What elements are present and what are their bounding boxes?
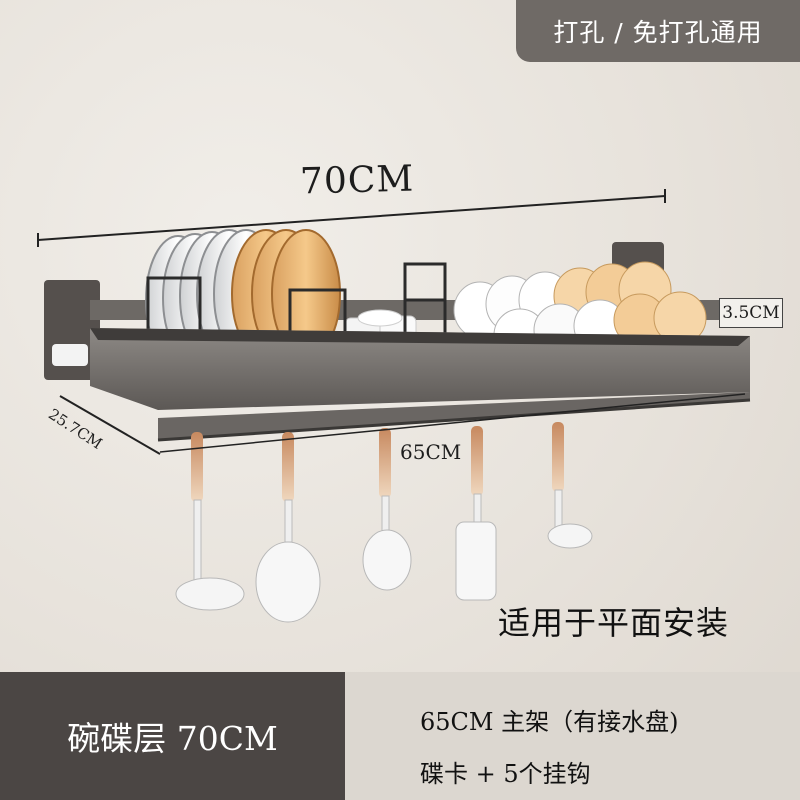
utensil-ladle-left: [175, 432, 245, 611]
utensil-spaghetti-server: [362, 428, 412, 591]
dimension-line-depth: [59, 395, 161, 455]
utensil-ladle-right: [547, 422, 593, 549]
spec-footer: 碗碟层 70CM 65CM 主架（有接水盘) 碟卡 + 5个挂钩: [0, 672, 800, 800]
left-wall-bracket: [44, 280, 100, 380]
product-title: 碗碟层 70CM: [0, 672, 345, 800]
dimension-line-width: [37, 189, 666, 247]
width-dimension-label: 70CM: [299, 158, 415, 203]
spec-line-accessories: 碟卡 + 5个挂钩: [420, 760, 591, 788]
dimension-line-inner-width: [159, 393, 746, 453]
plate-clip: [146, 276, 347, 360]
rack-illustration: [37, 189, 751, 623]
rack-tray: [90, 328, 751, 442]
height-dimension-label: 3.5CM: [719, 298, 783, 328]
utensil-skimmer: [255, 432, 321, 623]
installation-badge: 打孔 / 免打孔通用: [516, 0, 800, 62]
cup-holder: [403, 262, 447, 336]
utensil-spatula: [455, 426, 497, 601]
spec-panel: 65CM 主架（有接水盘) 碟卡 + 5个挂钩: [345, 672, 800, 800]
inner-width-dimension-label: 65CM: [400, 440, 462, 464]
spec-line-main-rack: 65CM 主架（有接水盘): [420, 708, 679, 736]
mounting-caption: 适用于平面安装: [498, 604, 730, 642]
